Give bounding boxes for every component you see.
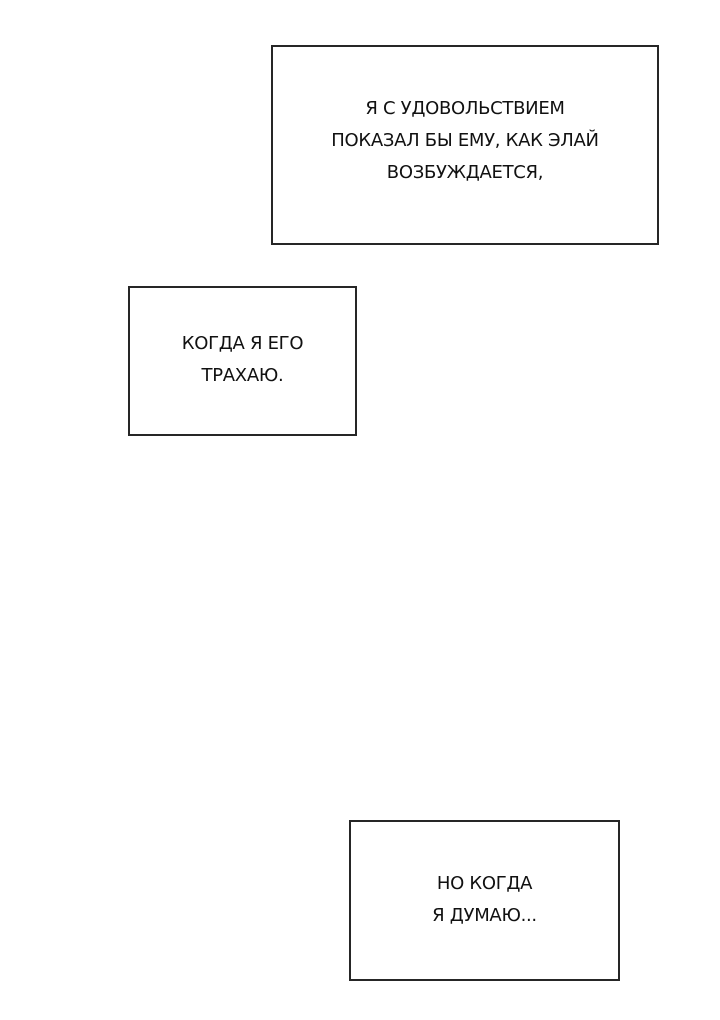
narration-line: ТРАХАЮ. [201,365,284,386]
narration-line: ВОЗБУЖДАЕТСЯ, [386,162,544,183]
narration-line: НО КОГДА [436,872,533,894]
narration-text: Я С УДОВОЛЬСТВИЕМ ПОКАЗАЛ БЫ ЕМУ, КАК ЭЛ… [331,93,599,189]
narration-line: ПОКАЗАЛ БЫ ЕМУ, КАК ЭЛАЙ [331,130,599,151]
narration-box-2: КОГДА Я ЕГО ТРАХАЮ. [128,286,357,436]
narration-box-1: Я С УДОВОЛЬСТВИЕМ ПОКАЗАЛ БЫ ЕМУ, КАК ЭЛ… [271,45,659,245]
narration-line: КОГДА Я ЕГО [181,333,304,354]
narration-text: НО КОГДА Я ДУМАЮ... [432,868,537,932]
narration-box-3: НО КОГДА Я ДУМАЮ... [349,820,620,981]
narration-line: Я ДУМАЮ... [432,904,537,926]
narration-text: КОГДА Я ЕГО ТРАХАЮ. [181,328,304,392]
narration-line: Я С УДОВОЛЬСТВИЕМ [365,98,565,119]
